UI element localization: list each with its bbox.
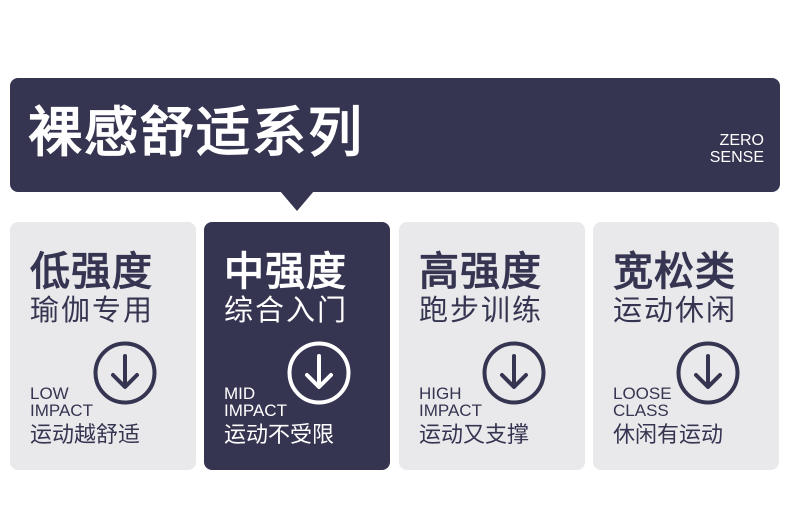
card-english-line2: IMPACT <box>224 401 287 420</box>
card-english-label: LOW IMPACT <box>30 385 93 419</box>
card-title: 宽松类 <box>613 249 736 295</box>
arrow-down-circle-icon[interactable] <box>675 340 741 406</box>
banner-title: 裸感舒适系列 <box>28 101 364 164</box>
card-english-line1: MID <box>224 384 256 403</box>
card-subtitle: 综合入门 <box>224 293 349 327</box>
arrow-down-circle-icon[interactable] <box>481 340 547 406</box>
card-english-line1: HIGH <box>419 384 462 403</box>
card-english-label: HIGH IMPACT <box>419 385 482 419</box>
card-title: 高强度 <box>419 249 542 295</box>
card-description: 运动越舒适 <box>30 423 141 448</box>
banner-subtitle-line2: SENSE <box>709 149 764 166</box>
card-loose-class[interactable]: 宽松类 运动休闲 LOOSE CLASS 休闲有运动 <box>593 222 779 470</box>
card-subtitle: 瑜伽专用 <box>30 293 155 327</box>
card-english-label: LOOSE CLASS <box>613 385 672 419</box>
card-english-line2: CLASS <box>613 401 669 420</box>
card-english-line1: LOOSE <box>613 384 672 403</box>
card-high-impact[interactable]: 高强度 跑步训练 HIGH IMPACT 运动又支撑 <box>399 222 585 470</box>
card-description: 休闲有运动 <box>613 423 724 448</box>
card-title: 低强度 <box>30 249 153 295</box>
card-description: 运动不受限 <box>224 423 335 448</box>
card-english-label: MID IMPACT <box>224 385 287 419</box>
card-title: 中强度 <box>224 249 347 295</box>
card-english-line2: IMPACT <box>419 401 482 420</box>
intensity-card-list: 低强度 瑜伽专用 LOW IMPACT 运动越舒适 中强度 综合入门 MID <box>10 222 781 470</box>
card-english-line2: IMPACT <box>30 401 93 420</box>
selected-card-pointer <box>280 191 314 211</box>
card-mid-impact[interactable]: 中强度 综合入门 MID IMPACT 运动不受限 <box>204 222 390 470</box>
series-banner: 裸感舒适系列 ZERO SENSE <box>10 78 780 192</box>
card-subtitle: 运动休闲 <box>613 293 738 327</box>
banner-subtitle-line1: ZERO <box>719 132 764 149</box>
banner-subtitle: ZERO SENSE <box>684 132 764 166</box>
arrow-down-circle-icon[interactable] <box>286 340 352 406</box>
card-low-impact[interactable]: 低强度 瑜伽专用 LOW IMPACT 运动越舒适 <box>10 222 196 470</box>
card-subtitle: 跑步训练 <box>419 293 544 327</box>
arrow-down-circle-icon[interactable] <box>92 340 158 406</box>
card-english-line1: LOW <box>30 384 69 403</box>
card-description: 运动又支撑 <box>419 423 530 448</box>
